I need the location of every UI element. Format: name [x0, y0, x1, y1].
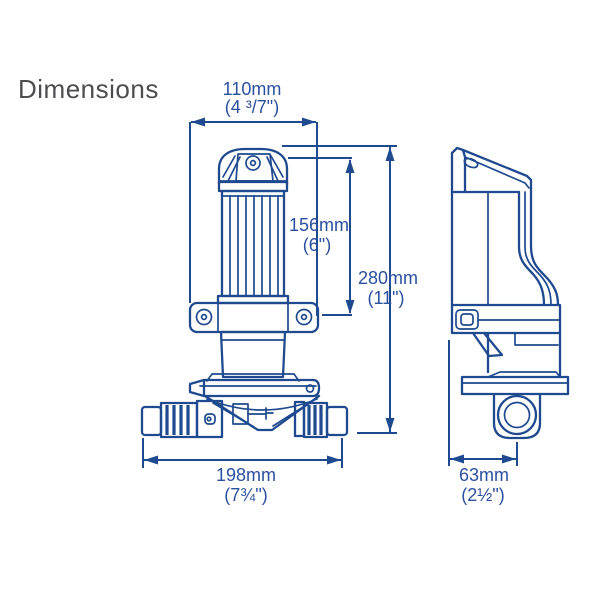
motor-cap	[217, 147, 289, 186]
motor-band	[217, 180, 289, 193]
pump-side-view	[450, 146, 570, 440]
dimension-depth: 63mm (2½")	[448, 340, 518, 505]
page-title: Dimensions	[18, 74, 159, 104]
dim-motor-height-inch: (6")	[303, 235, 331, 255]
dim-total-height-inch: (11")	[367, 288, 404, 308]
side-body	[450, 190, 560, 307]
base-bell	[188, 373, 321, 398]
dimension-base-width: 198mm (7¾")	[142, 438, 343, 505]
dim-base-width-inch: (7¾")	[224, 485, 267, 505]
motor-fins	[216, 189, 290, 305]
dim-base-width-mm: 198mm	[216, 465, 276, 485]
side-flange	[450, 303, 562, 335]
dim-depth-mm: 63mm	[459, 465, 509, 485]
hose-barb-right	[293, 400, 349, 439]
side-tab	[471, 331, 504, 358]
dim-motor-height-mm: 156mm	[289, 215, 349, 235]
side-base	[460, 375, 570, 396]
side-lower-body	[486, 331, 562, 379]
dimension-motor-height: 156mm (6")	[288, 157, 355, 316]
dim-depth-inch: (2½")	[461, 485, 504, 505]
outlet-port	[492, 392, 542, 440]
pump-front-view	[140, 147, 349, 439]
dim-total-height-mm: 280mm	[358, 268, 418, 288]
dimension-total-height: 280mm (11")	[282, 145, 418, 434]
pump-column	[219, 330, 287, 379]
dim-width-top-inch: (4 ³/7")	[225, 97, 279, 117]
dim-width-top-mm: 110mm	[223, 79, 282, 99]
dimension-width-top: 110mm (4 ³/7")	[189, 79, 318, 316]
side-handle	[450, 146, 533, 194]
mount-bracket	[188, 301, 320, 334]
hose-barb-left	[140, 399, 224, 439]
